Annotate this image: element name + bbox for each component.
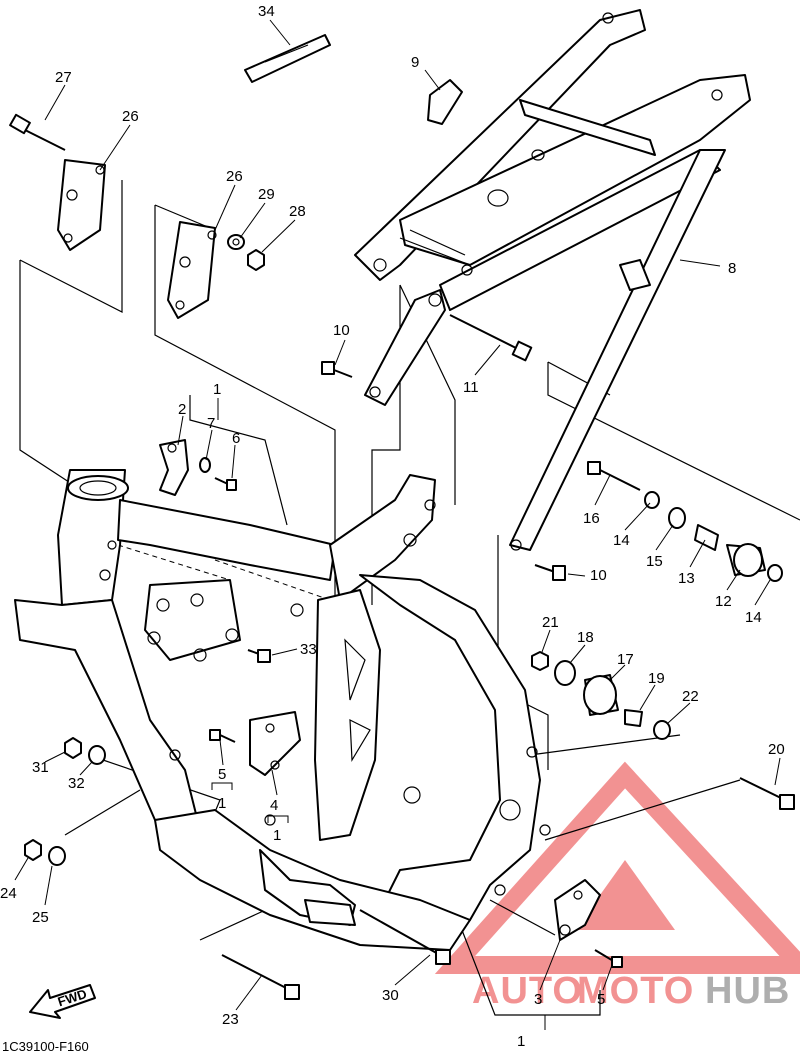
automotohub-watermark: AUTO MOTO HUB: [434, 761, 800, 1012]
part-3-bracket: [554, 879, 601, 941]
label-30: 30: [382, 987, 399, 1004]
label-31: 31: [32, 759, 49, 776]
label-20: 20: [768, 741, 785, 758]
label-1-c: 1: [273, 827, 281, 844]
label-21: 21: [542, 614, 559, 631]
part-25-washer: [48, 846, 66, 866]
part-34-stay: [244, 34, 331, 83]
watermark-moto: MOTO: [577, 970, 694, 1012]
label-8: 8: [728, 260, 736, 277]
label-34: 34: [258, 3, 275, 20]
fwd-arrow-icon: FWD: [29, 984, 96, 1019]
part-27-bolt: [9, 113, 66, 151]
label-14-b: 14: [745, 609, 762, 626]
label-27: 27: [55, 69, 72, 86]
label-1-d: 1: [517, 1033, 525, 1050]
leader-lines: [14, 19, 781, 1030]
label-16: 16: [583, 510, 600, 527]
part-2-clamp: [159, 439, 189, 496]
label-5-a: 5: [218, 766, 226, 783]
diagram-code: 1C39100-F160: [2, 1039, 89, 1053]
label-26-a: 26: [122, 108, 139, 125]
part-29-washer: [227, 234, 245, 250]
label-5-b: 5: [597, 991, 605, 1008]
part-labels: 34 9 27 26 26 29 28 8 10 11 1 2 7 6 16 1…: [0, 3, 785, 1050]
part-5-bolt-a: [209, 729, 236, 743]
label-2: 2: [178, 401, 186, 418]
part-9-cap: [427, 79, 463, 125]
label-14-a: 14: [613, 532, 630, 549]
part-6-bolt: [214, 477, 237, 491]
part-12-bushing: [726, 543, 766, 577]
guide-lines: [19, 180, 800, 1016]
part-19-collar: [624, 709, 643, 727]
part-31-nut: [64, 737, 82, 759]
part-32-washer: [88, 745, 106, 765]
part-17-bushing: [583, 674, 619, 716]
part-16-bolt: [587, 461, 641, 491]
label-1-a: 1: [213, 381, 221, 398]
label-28: 28: [289, 203, 306, 220]
part-21-nut: [531, 651, 549, 671]
main-frame: [14, 469, 551, 951]
subframe: [354, 9, 751, 551]
label-29: 29: [258, 186, 275, 203]
label-10-a: 10: [333, 322, 350, 339]
label-10-b: 10: [590, 567, 607, 584]
label-13: 13: [678, 570, 695, 587]
part-10-bolt-b: [534, 564, 566, 581]
label-32: 32: [68, 775, 85, 792]
label-19: 19: [648, 670, 665, 687]
watermark-hub: HUB: [705, 970, 790, 1012]
part-18-collar: [554, 660, 576, 686]
label-1-b: 1: [218, 795, 226, 812]
label-22: 22: [682, 688, 699, 705]
part-7-washer: [199, 457, 211, 473]
part-26-bracket-a: [57, 159, 106, 251]
part-13-collar: [694, 524, 719, 551]
label-18: 18: [577, 629, 594, 646]
label-11: 11: [463, 379, 479, 396]
part-30-bolt: [359, 909, 451, 965]
label-9: 9: [411, 54, 419, 71]
label-6: 6: [232, 430, 240, 447]
part-5-bolt-b: [594, 949, 623, 968]
part-23-bolt: [221, 954, 300, 1000]
label-7: 7: [207, 415, 215, 432]
part-14-washer-b: [767, 564, 783, 582]
label-26-b: 26: [226, 168, 243, 185]
label-12: 12: [715, 593, 732, 610]
part-20-bolt: [739, 777, 795, 810]
part-24-nut: [24, 839, 42, 861]
label-33: 33: [300, 641, 317, 658]
part-26-bracket-b: [167, 221, 217, 319]
label-25: 25: [32, 909, 49, 926]
label-23: 23: [222, 1011, 239, 1028]
part-22-washer: [653, 720, 671, 740]
label-15: 15: [646, 553, 663, 570]
part-11-bolt: [449, 314, 533, 362]
label-17: 17: [617, 651, 634, 668]
part-15-collar: [668, 507, 686, 529]
part-28-nut: [247, 249, 265, 271]
watermark-auto: AUTO: [472, 970, 583, 1012]
part-4-bracket: [249, 711, 301, 776]
label-4: 4: [270, 797, 278, 814]
part-10-bolt-a: [321, 361, 353, 378]
label-24: 24: [0, 885, 17, 902]
label-3: 3: [534, 991, 542, 1008]
part-33-bolt: [247, 649, 271, 663]
